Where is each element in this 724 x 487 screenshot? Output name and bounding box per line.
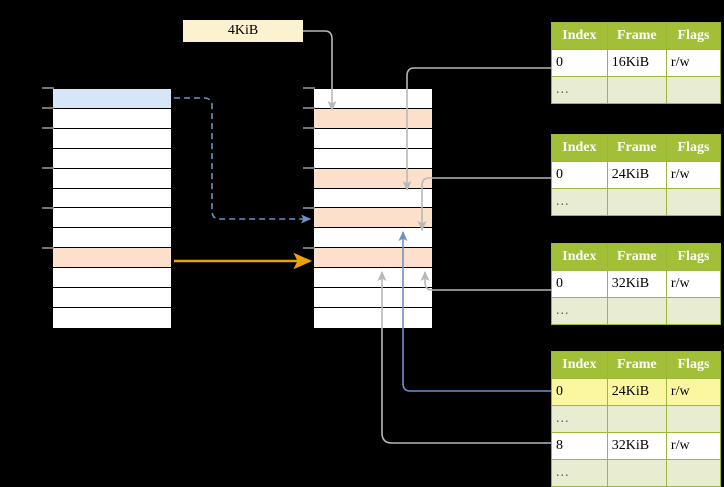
column-header-flags: Flags xyxy=(665,243,722,271)
column-header-flags: Flags xyxy=(665,22,722,50)
memory-cell xyxy=(53,208,171,229)
column-header-flags: Flags xyxy=(665,351,722,379)
memory-cell xyxy=(53,108,171,129)
table-cell: r/w xyxy=(665,378,722,406)
table-cell xyxy=(665,188,722,216)
memory-cell xyxy=(314,307,432,328)
column-header-index: Index xyxy=(551,22,608,50)
table-cell xyxy=(606,405,667,433)
column-header-frame: Frame xyxy=(606,351,667,379)
table-cell: 8 xyxy=(551,432,608,460)
column-header-frame: Frame xyxy=(606,243,667,271)
memory-cell xyxy=(53,288,171,308)
memory-cell xyxy=(53,188,171,209)
table-cell: 24KiB xyxy=(606,378,667,406)
physical-memory-column xyxy=(313,88,433,329)
table-cell: 32KiB xyxy=(606,432,667,460)
memory-cell xyxy=(314,268,432,289)
memory-cell xyxy=(53,128,171,149)
table-cell: ... xyxy=(551,297,608,325)
table-cell: 24KiB xyxy=(606,161,667,189)
table-cell: 16KiB xyxy=(606,49,667,77)
column-header-index: Index xyxy=(551,351,608,379)
table-row: ... xyxy=(551,297,722,325)
memory-cell xyxy=(314,148,432,169)
table-cell: ... xyxy=(551,76,608,104)
table-cell: ... xyxy=(551,405,608,433)
memory-cell xyxy=(314,248,432,269)
wire-virtual-page-dashed xyxy=(174,97,312,224)
table-cell: 0 xyxy=(551,270,608,298)
table-cell: r/w xyxy=(665,161,722,189)
wire-l2-to-l3 xyxy=(417,177,551,232)
memory-cell xyxy=(314,288,432,308)
table-cell xyxy=(665,405,722,433)
memory-cell xyxy=(314,128,432,149)
table-cell xyxy=(665,459,722,487)
column-header-flags: Flags xyxy=(665,134,722,162)
memory-cell xyxy=(314,208,432,229)
table-cell xyxy=(665,297,722,325)
table-row: ... xyxy=(551,76,722,104)
memory-cell xyxy=(314,228,432,249)
virtual-memory-column xyxy=(52,88,172,329)
memory-cell xyxy=(53,168,171,189)
wire-l3-to-l4 xyxy=(420,270,551,291)
table-cell xyxy=(606,76,667,104)
memory-cell xyxy=(53,148,171,169)
table-cell xyxy=(606,459,667,487)
memory-cell xyxy=(314,108,432,129)
memory-cell xyxy=(53,248,171,269)
table-cell: ... xyxy=(551,459,608,487)
memory-cell xyxy=(314,89,432,109)
table-cell xyxy=(606,188,667,216)
memory-cell xyxy=(53,89,171,109)
table-cell xyxy=(665,76,722,104)
memory-cell xyxy=(314,188,432,209)
table-row: ... xyxy=(551,188,722,216)
column-header-index: Index xyxy=(551,134,608,162)
table-cell: r/w xyxy=(665,432,722,460)
table-cell: 32KiB xyxy=(606,270,667,298)
memory-cell xyxy=(314,168,432,189)
memory-cell xyxy=(53,307,171,328)
column-header-frame: Frame xyxy=(606,134,667,162)
column-header-index: Index xyxy=(551,243,608,271)
table-row: ... xyxy=(551,459,722,487)
table-cell: r/w xyxy=(665,49,722,77)
memory-cell xyxy=(53,268,171,289)
column-header-frame: Frame xyxy=(606,22,667,50)
table-cell: 0 xyxy=(551,378,608,406)
table-cell: 0 xyxy=(551,161,608,189)
page-size-label: 4KiB xyxy=(183,20,303,42)
table-cell: r/w xyxy=(665,270,722,298)
table-cell xyxy=(606,297,667,325)
table-cell: 0 xyxy=(551,49,608,77)
table-cell: ... xyxy=(551,188,608,216)
memory-cell xyxy=(53,228,171,249)
table-row: ... xyxy=(551,405,722,433)
